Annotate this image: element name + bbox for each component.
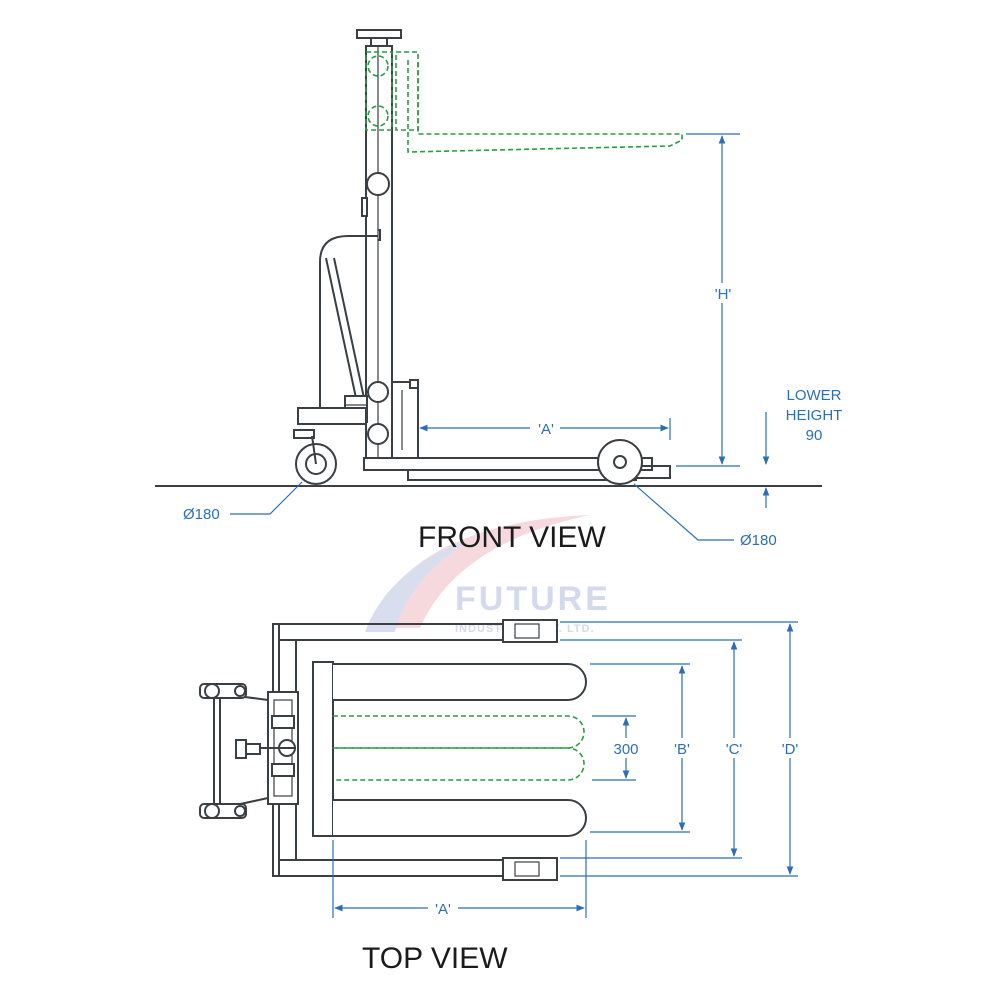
top-caster-lower <box>199 803 247 819</box>
dim-h-label: 'H' <box>715 286 732 303</box>
dim-b-label-bg <box>668 738 696 758</box>
dim-d-label: 'D' <box>782 741 799 758</box>
handle-clamp <box>378 229 381 241</box>
dim-a-top-label: 'A' <box>435 901 451 918</box>
top-leg-wheel-upper-inner <box>514 623 540 639</box>
mast-top-block <box>370 37 388 47</box>
pump-lever <box>325 257 357 399</box>
watermark-swoosh-red <box>370 515 590 628</box>
dim-a-front-label-bg <box>530 418 560 438</box>
watermark-name: FUTURE <box>455 580 611 618</box>
watermark-logo: FUTURE INDUSTRIES PVT. LTD. <box>365 515 611 635</box>
dim-c-label-bg <box>720 738 748 758</box>
front-view: 'H' 'A' LOWER HEIGHT 90 Ø180 Ø180 FRONT … <box>155 29 843 554</box>
dim-a-top-label-bg <box>428 898 458 918</box>
caster-hub <box>305 453 327 475</box>
top-leg-wheel-lower <box>502 857 558 881</box>
caster-fork <box>311 435 317 465</box>
top-leg-wheel-lower-inner <box>514 861 540 877</box>
dim-300-label-bg <box>610 738 642 758</box>
pump-lever-edge <box>333 257 365 399</box>
watermark-swoosh-blue <box>365 540 470 632</box>
raised-carriage <box>365 51 393 131</box>
wheel-right-label: Ø180 <box>740 532 777 549</box>
top-view: 300 'B' 'C' 'D' 'A' TOP VIEW <box>199 619 804 975</box>
leg-tip <box>636 465 671 479</box>
top-leg-wheel-upper <box>502 619 558 643</box>
top-pump-block-lower <box>271 763 295 777</box>
handle-bar <box>319 235 378 411</box>
dim-c-label: 'C' <box>726 741 743 758</box>
top-fork-upper <box>333 663 587 701</box>
front-load-wheel-hub <box>613 455 627 469</box>
top-lever-shaft <box>245 743 261 755</box>
lower-height-line2: HEIGHT <box>786 407 843 424</box>
top-caster-upper <box>199 683 247 699</box>
top-pump-block-upper <box>271 715 295 729</box>
top-lever-knob <box>235 739 247 759</box>
wheel-left-leader <box>230 481 303 515</box>
dim-h-label-bg <box>710 283 736 303</box>
dim-300-label: 300 <box>613 741 638 758</box>
mast-bracket <box>361 197 368 217</box>
raised-fork-carriage <box>395 51 419 131</box>
top-carriage-plate <box>312 661 334 837</box>
raised-roller-top <box>367 55 389 77</box>
front-load-wheel <box>597 439 643 485</box>
mast-roller-lower <box>367 381 389 403</box>
mast-roller-bottom <box>367 423 389 445</box>
lower-height-line1: LOWER <box>786 387 841 404</box>
dim-d-label-bg <box>776 738 804 758</box>
mast-top-plate <box>356 29 402 39</box>
dim-b-label: 'B' <box>674 741 690 758</box>
caster-mount <box>293 429 315 439</box>
top-view-title: TOP VIEW <box>362 942 508 975</box>
lower-height-value: 90 <box>806 427 823 444</box>
top-fork-alt-upper <box>333 715 585 749</box>
fork-carriage <box>391 381 419 459</box>
front-view-title: FRONT VIEW <box>418 521 606 554</box>
dim-a-front-label: 'A' <box>538 421 554 438</box>
base-frame <box>297 407 367 425</box>
wheel-left-label: Ø180 <box>183 506 220 523</box>
raised-roller-bottom <box>367 105 389 127</box>
mast-roller-upper <box>366 172 390 196</box>
top-fork-alt-lower <box>333 747 585 781</box>
top-fork-lower <box>333 799 587 837</box>
wheel-right-leader <box>633 483 734 541</box>
carriage-cap <box>409 379 419 389</box>
raised-fork <box>407 60 683 153</box>
